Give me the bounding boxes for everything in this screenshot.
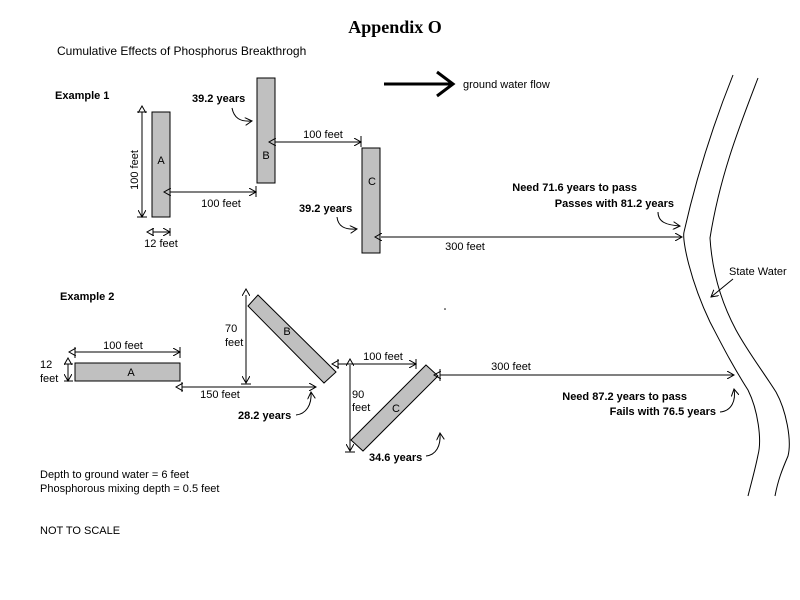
system-c-label: C <box>368 176 376 188</box>
example1-width-dimension <box>153 228 170 236</box>
example1-need-text: Need 71.6 years to pass <box>512 182 637 194</box>
example2-c-height-unit: feet <box>352 402 370 414</box>
example1-length-dimension <box>137 112 147 217</box>
example1-width-label: 12 feet <box>144 238 178 250</box>
callout-arrow-icon <box>336 216 357 229</box>
example2-c-height-dimension <box>345 365 355 453</box>
system-a-label: A <box>127 367 135 379</box>
example1-system-a: A <box>151 111 171 218</box>
callout-arrow-icon <box>657 211 680 226</box>
example2-b-height-unit: feet <box>225 337 243 349</box>
example2-result-text: Fails with 76.5 years <box>610 406 716 418</box>
note-mixing-depth: Phosphorous mixing depth = 0.5 feet <box>40 483 219 495</box>
example2-a-width-dimension <box>64 364 73 381</box>
example1-result-text: Passes with 81.2 years <box>555 198 674 210</box>
page-title: Appendix O <box>348 17 442 37</box>
example2-system-a: A <box>74 362 181 382</box>
example2-a-width-unit: feet <box>40 373 58 385</box>
example1-c-years: 39.2 years <box>299 203 352 215</box>
callout-arrow-icon <box>425 433 440 457</box>
example2-a-width-value: 12 <box>40 359 52 371</box>
example1-length-label: 100 feet <box>129 150 141 190</box>
callout-arrow-icon <box>711 278 734 297</box>
example2-need-text: Need 87.2 years to pass <box>562 391 687 403</box>
scale-note: NOT TO SCALE <box>40 525 120 537</box>
example2-b-years: 28.2 years <box>238 410 291 422</box>
example1-to-water-label: 300 feet <box>445 241 485 253</box>
example1-label: Example 1 <box>55 90 109 102</box>
example2-b-height-value: 70 <box>225 323 237 335</box>
flow-legend-label: ground water flow <box>463 79 550 91</box>
example2-label: Example 2 <box>60 291 114 303</box>
example1-b-years: 39.2 years <box>192 93 245 105</box>
example2-b-height-dimension <box>241 295 251 385</box>
example1-system-b: B <box>256 77 276 184</box>
subtitle: Cumulative Effects of Phosphorus Breakth… <box>57 44 306 58</box>
example1-system-c: C <box>361 147 381 254</box>
system-c-label: C <box>392 403 400 415</box>
callout-arrow-icon <box>295 392 311 416</box>
example1-spacing-bc-label: 100 feet <box>303 129 343 141</box>
example2-to-water-label: 300 feet <box>491 361 531 373</box>
state-water-label: State Water <box>729 266 787 278</box>
example2-a-length-label: 100 feet <box>103 340 143 352</box>
note-depth: Depth to ground water = 6 feet <box>40 469 189 481</box>
stray-dot <box>444 308 446 310</box>
example2-c-years: 34.6 years <box>369 452 422 464</box>
example2-a-length-dimension <box>75 347 180 358</box>
example2-c-height-value: 90 <box>352 389 364 401</box>
callout-arrow-icon <box>719 389 734 413</box>
example2-system-b: B <box>247 294 337 384</box>
callout-arrow-icon <box>231 107 252 121</box>
state-water-river <box>683 74 790 497</box>
example2-spacing-ab-label: 150 feet <box>200 389 240 401</box>
example2-spacing-ab <box>182 382 316 392</box>
right-arrow-icon <box>384 70 456 98</box>
system-b-label: B <box>262 150 269 162</box>
example1-spacing-ab <box>170 186 256 197</box>
example1-spacing-ab-label: 100 feet <box>201 198 241 210</box>
system-a-label: A <box>157 155 165 167</box>
example2-to-water-dimension <box>440 369 734 381</box>
example2-spacing-bc-label: 100 feet <box>363 351 403 363</box>
example1-spacing-bc <box>275 136 361 147</box>
system-b-label: B <box>283 326 290 338</box>
